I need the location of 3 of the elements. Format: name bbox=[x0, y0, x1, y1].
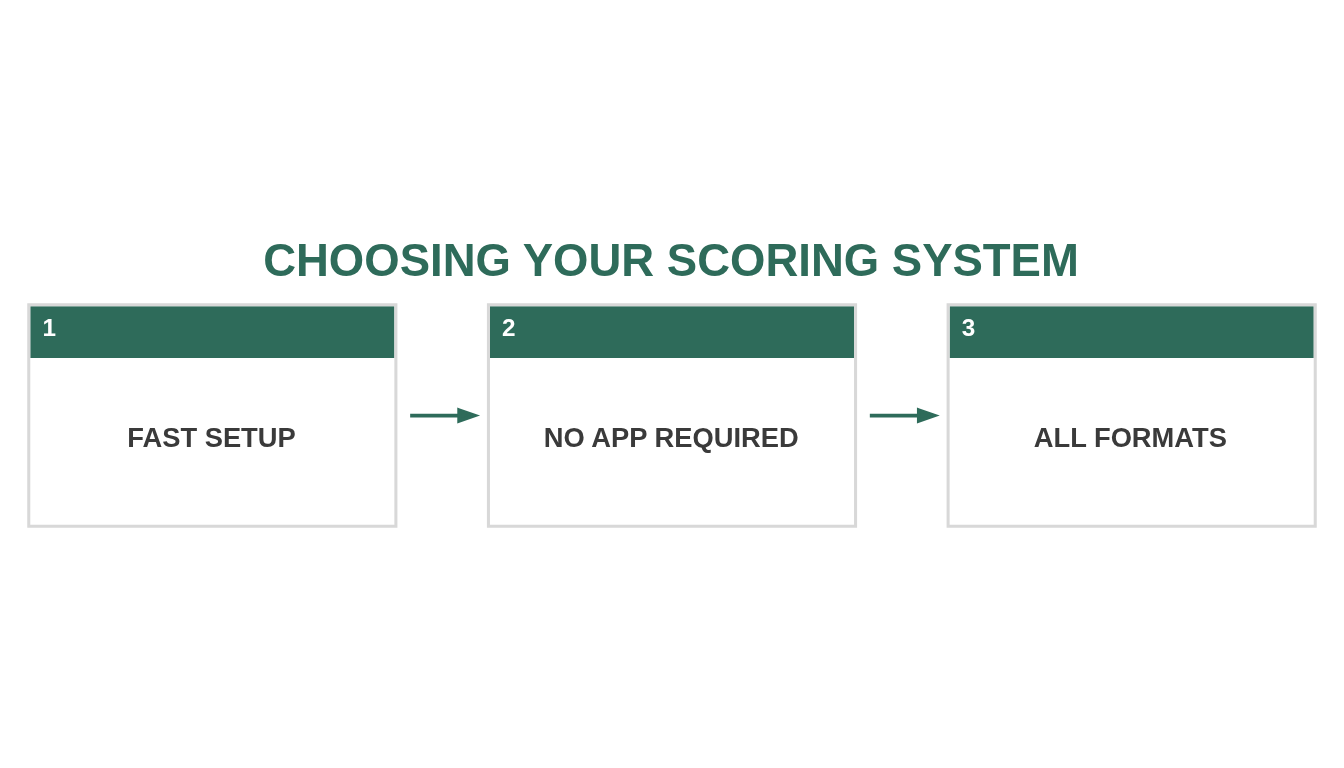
arrow bbox=[869, 407, 940, 424]
arrow bbox=[410, 407, 481, 424]
diagram-title: CHOOSING YOUR SCORING SYSTEM bbox=[263, 234, 1079, 286]
